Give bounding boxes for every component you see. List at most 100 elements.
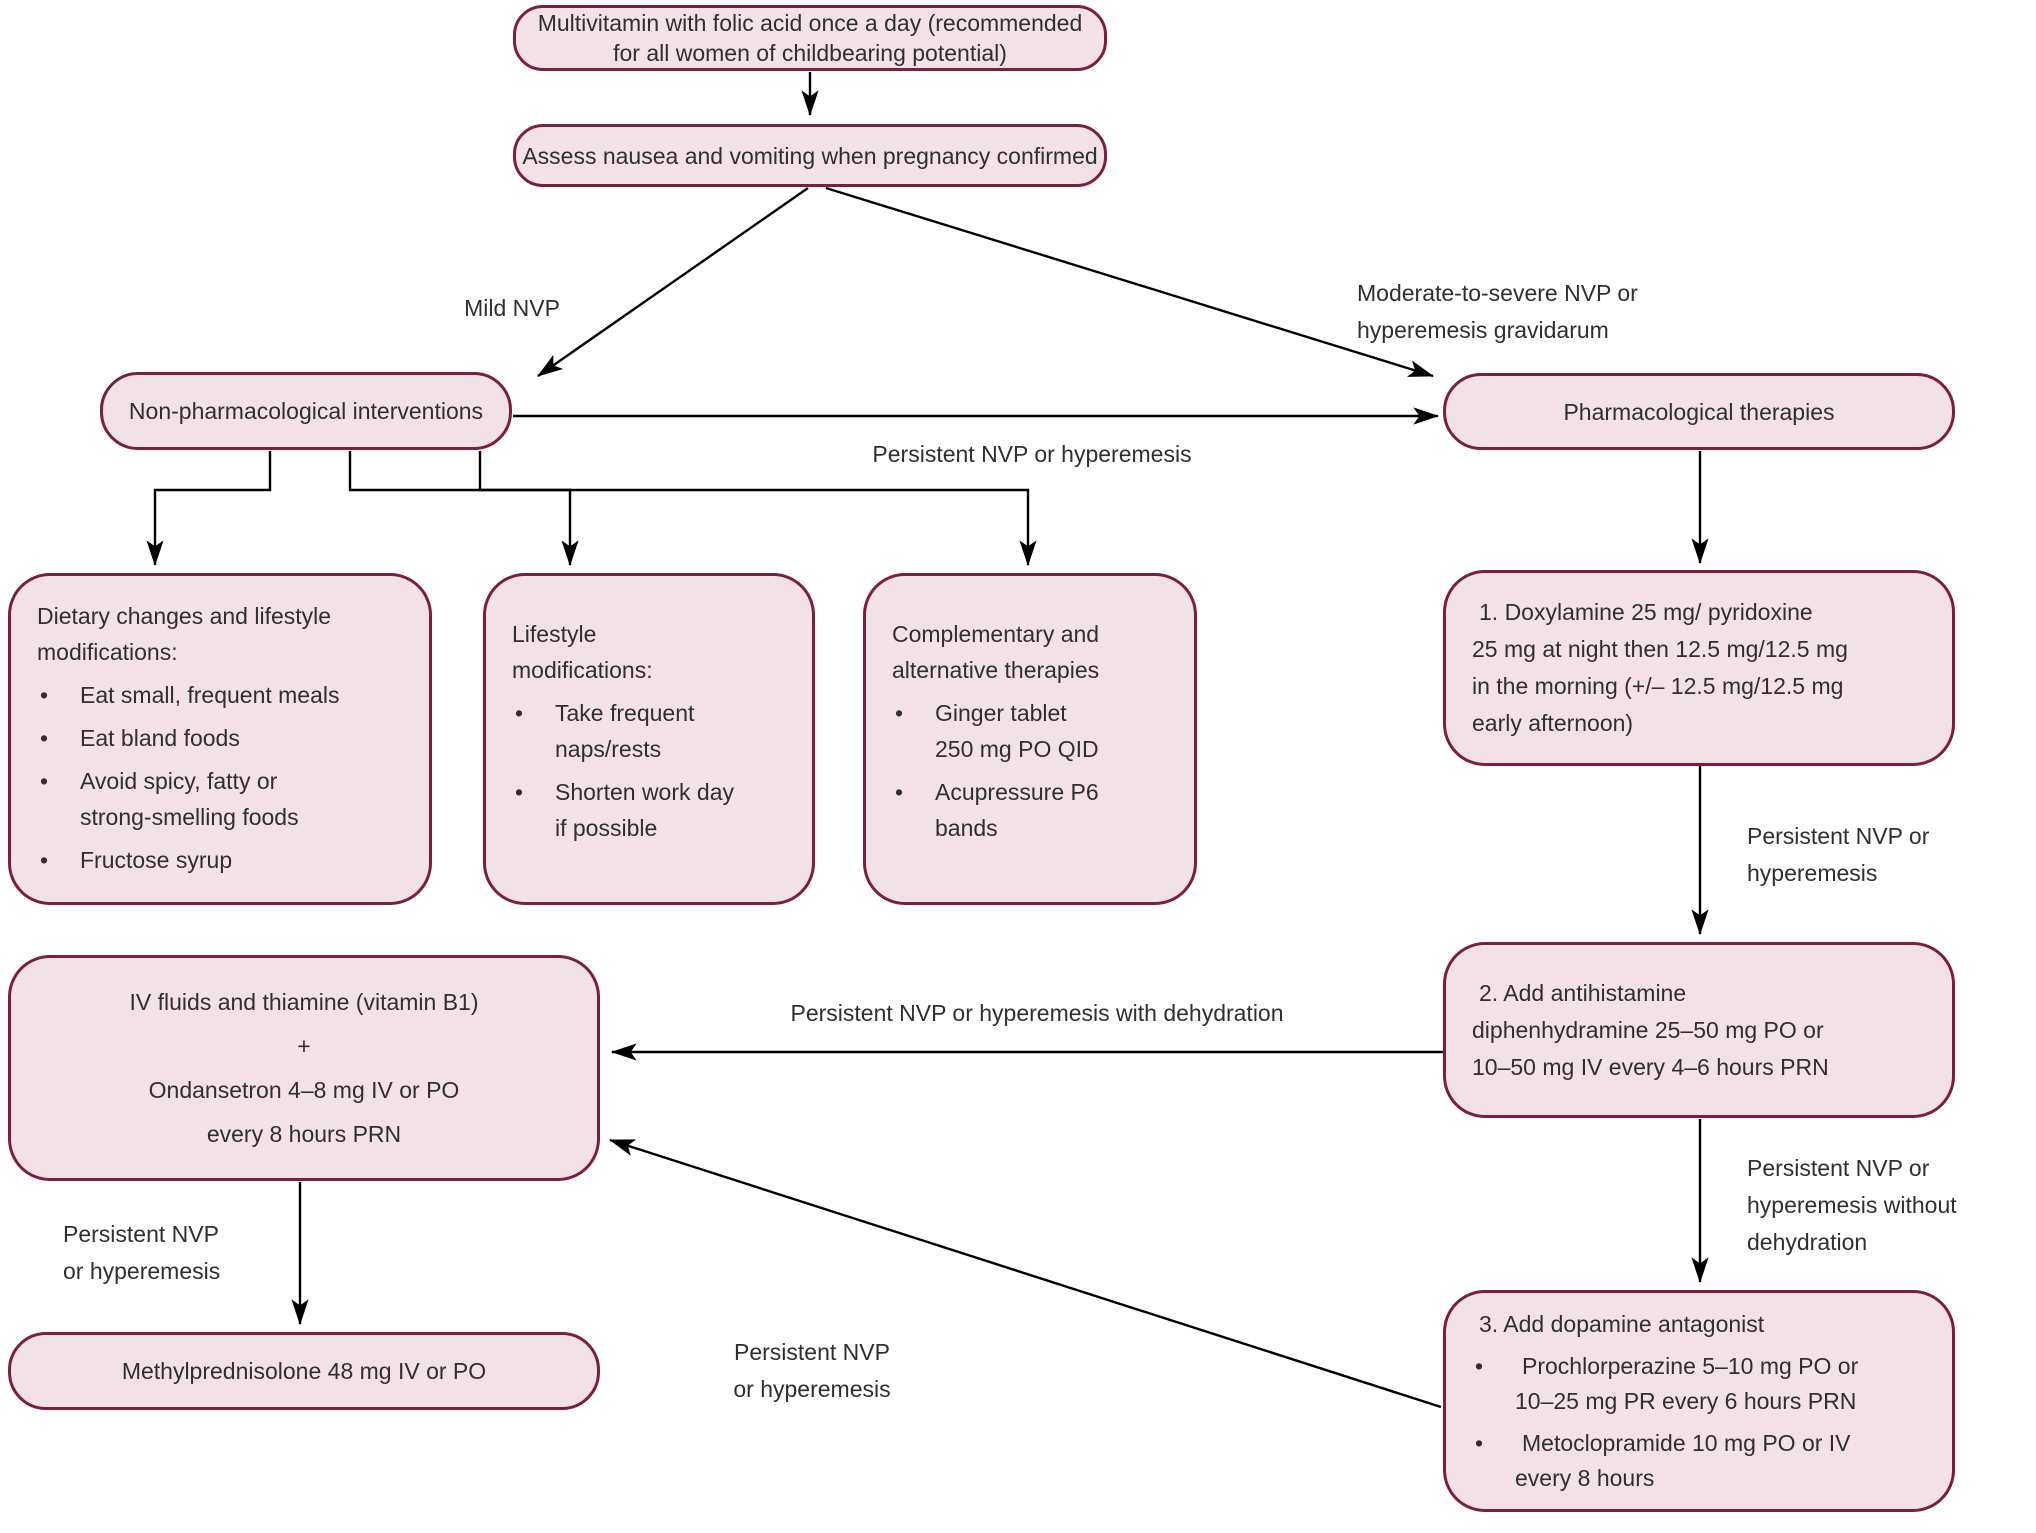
node-text: Non-pharmacological interventions xyxy=(128,398,484,424)
node-antihistamine: 2. Add antihistamine diphenhydramine 25–… xyxy=(1443,942,1955,1118)
bullet-dot-icon: • xyxy=(1475,1429,1484,1456)
bullet-item: • Metoclopramide 10 mg PO or IV every 8 … xyxy=(1472,1426,1926,1496)
edge-label-text: Persistent NVP or xyxy=(1747,1155,1930,1181)
node-pharm: Pharmacological therapies xyxy=(1443,373,1955,450)
edge-label-text: Persistent NVP or xyxy=(1747,823,1930,849)
node-dopamine: 3. Add dopamine antagonist • Prochlorper… xyxy=(1443,1290,1955,1512)
bullet-text: strong-smelling foods xyxy=(80,804,299,830)
edge-label-moderate-nvp: Moderate-to-severe NVP or hyperemesis gr… xyxy=(1357,275,1638,349)
node-text: Pharmacological therapies xyxy=(1563,398,1835,425)
bullet-text: Take frequent xyxy=(555,700,695,726)
edge-label-persistent-3-iv: Persistent NVP or hyperemesis xyxy=(702,1334,922,1408)
bullet-item: • Fructose syrup xyxy=(37,842,403,878)
edge-label-text: Mild NVP xyxy=(464,295,560,321)
node-text: modifications: xyxy=(512,657,653,683)
bullet-text: every 8 hours xyxy=(1515,1464,1655,1491)
arrow-dopamine-to-ivfluids xyxy=(608,1138,1442,1409)
node-text: Dietary changes and lifestyle xyxy=(37,603,332,629)
node-text: 10–50 mg IV every 4–6 hours PRN xyxy=(1472,1053,1829,1080)
bullet-dot-icon: • xyxy=(1475,1352,1484,1379)
bullet-item: • Shorten work day if possible xyxy=(512,774,786,846)
bullet-text: Fructose syrup xyxy=(80,847,233,873)
node-doxylamine: 1. Doxylamine 25 mg/ pyridoxine 25 mg at… xyxy=(1443,570,1955,766)
node-text: in the morning (+/– 12.5 mg/12.5 mg xyxy=(1472,673,1844,699)
edge-label-persistent-without: Persistent NVP or hyperemesis without de… xyxy=(1747,1150,1957,1261)
bullet-text: if possible xyxy=(555,815,658,841)
arrow-nonpharm-to-lifestyle xyxy=(348,451,579,567)
edge-label-persistent-top: Persistent NVP or hyperemesis xyxy=(757,436,1307,473)
bullet-item: • Ginger tablet 250 mg PO QID xyxy=(892,695,1168,767)
bullet-dot-icon: • xyxy=(40,847,49,873)
arrow-assess-to-pharm xyxy=(825,186,1435,378)
node-lifestyle: Lifestyle modifications: • Take frequent… xyxy=(483,573,815,905)
bullet-item: • Acupressure P6 bands xyxy=(892,774,1168,846)
bullet-text: Metoclopramide 10 mg PO or IV xyxy=(1522,1429,1851,1456)
bullet-item: • Avoid spicy, fatty or strong-smelling … xyxy=(37,763,403,835)
node-text: 25 mg at night then 12.5 mg/12.5 mg xyxy=(1472,636,1848,662)
bullet-item: • Eat bland foods xyxy=(37,720,403,756)
node-title: 3. Add dopamine antagonist xyxy=(1472,1307,1926,1342)
node-ivfluids: IV fluids and thiamine (vitamin B1) + On… xyxy=(8,955,600,1181)
edge-label-text: Persistent NVP or hyperemesis with dehyd… xyxy=(790,1000,1284,1026)
edge-label-text: or hyperemesis xyxy=(733,1376,891,1402)
arrow-nonpharm-to-complementary xyxy=(478,451,1037,567)
edge-label-text: hyperemesis xyxy=(1747,860,1878,886)
edge-label-text: Persistent NVP xyxy=(63,1221,219,1247)
arrow-nonpharm-to-dietary xyxy=(146,451,272,567)
node-text: diphenhydramine 25–50 mg PO or xyxy=(1472,1016,1824,1043)
edge-label-persistent-iv-methyl: Persistent NVP or hyperemesis xyxy=(63,1216,220,1290)
node-complementary: Complementary and alternative therapies … xyxy=(863,573,1197,905)
bullet-dot-icon: • xyxy=(515,700,524,726)
bullet-dot-icon: • xyxy=(40,725,49,751)
node-text: IV fluids and thiamine (vitamin B1) xyxy=(129,989,479,1015)
edge-label-persistent-dehydration: Persistent NVP or hyperemesis with dehyd… xyxy=(737,995,1337,1032)
node-text: Lifestyle xyxy=(512,621,597,647)
node-text: early afternoon) xyxy=(1472,710,1634,736)
node-methylprednisolone: Methylprednisolone 48 mg IV or PO xyxy=(8,1332,600,1410)
bullet-text: Eat bland foods xyxy=(80,725,240,751)
node-text: 2. Add antihistamine xyxy=(1479,979,1687,1006)
node-title: Lifestyle modifications: xyxy=(512,616,786,688)
node-text: alternative therapies xyxy=(892,657,1100,683)
node-text: Assess nausea and vomiting when pregnanc… xyxy=(522,142,1098,169)
node-title: Dietary changes and lifestyle modificati… xyxy=(37,598,403,670)
bullet-dot-icon: • xyxy=(895,779,904,805)
bullet-dot-icon: • xyxy=(895,700,904,726)
bullet-text: Eat small, frequent meals xyxy=(80,682,340,708)
bullet-dot-icon: • xyxy=(515,779,524,805)
edge-label-text: dehydration xyxy=(1747,1229,1868,1255)
edge-label-text: hyperemesis gravidarum xyxy=(1357,317,1609,343)
bullet-item: • Take frequent naps/rests xyxy=(512,695,786,767)
bullet-text: Shorten work day xyxy=(555,779,734,805)
node-text: + xyxy=(297,1033,311,1059)
bullet-text: Avoid spicy, fatty or xyxy=(80,768,278,794)
node-text: 3. Add dopamine antagonist xyxy=(1479,1310,1765,1337)
node-text: 1. Doxylamine 25 mg/ pyridoxine xyxy=(1479,599,1813,625)
node-nonpharm: Non-pharmacological interventions xyxy=(100,372,512,450)
bullet-item: • Prochlorperazine 5–10 mg PO or 10–25 m… xyxy=(1472,1349,1926,1419)
edge-label-text: Moderate-to-severe NVP or xyxy=(1357,280,1638,306)
node-text: for all women of childbearing potential) xyxy=(613,40,1007,66)
edge-label-mild-nvp: Mild NVP xyxy=(387,290,637,327)
node-dietary: Dietary changes and lifestyle modificati… xyxy=(8,573,432,905)
node-text: Complementary and xyxy=(892,621,1100,647)
node-assess: Assess nausea and vomiting when pregnanc… xyxy=(513,124,1107,187)
arrow-assess-to-nonpharm xyxy=(537,187,809,377)
bullet-text: 250 mg PO QID xyxy=(935,736,1099,762)
bullet-text: 10–25 mg PR every 6 hours PRN xyxy=(1515,1387,1857,1414)
edge-label-text: or hyperemesis xyxy=(63,1258,221,1284)
node-text: every 8 hours PRN xyxy=(206,1121,402,1147)
bullet-dot-icon: • xyxy=(40,682,49,708)
edge-label-text: Persistent NVP or hyperemesis xyxy=(872,441,1192,467)
edge-label-text: hyperemesis without xyxy=(1747,1192,1957,1218)
bullet-dot-icon: • xyxy=(40,768,49,794)
node-text: Methylprednisolone 48 mg IV or PO xyxy=(121,1358,487,1384)
node-text: Multivitamin with folic acid once a day … xyxy=(537,10,1083,36)
bullet-text: Ginger tablet xyxy=(935,700,1067,726)
node-multivitamin: Multivitamin with folic acid once a day … xyxy=(513,5,1107,71)
edge-label-persistent-1-2: Persistent NVP or hyperemesis xyxy=(1747,818,1929,892)
bullet-text: Prochlorperazine 5–10 mg PO or xyxy=(1522,1352,1859,1379)
edge-label-text: Persistent NVP xyxy=(734,1339,890,1365)
